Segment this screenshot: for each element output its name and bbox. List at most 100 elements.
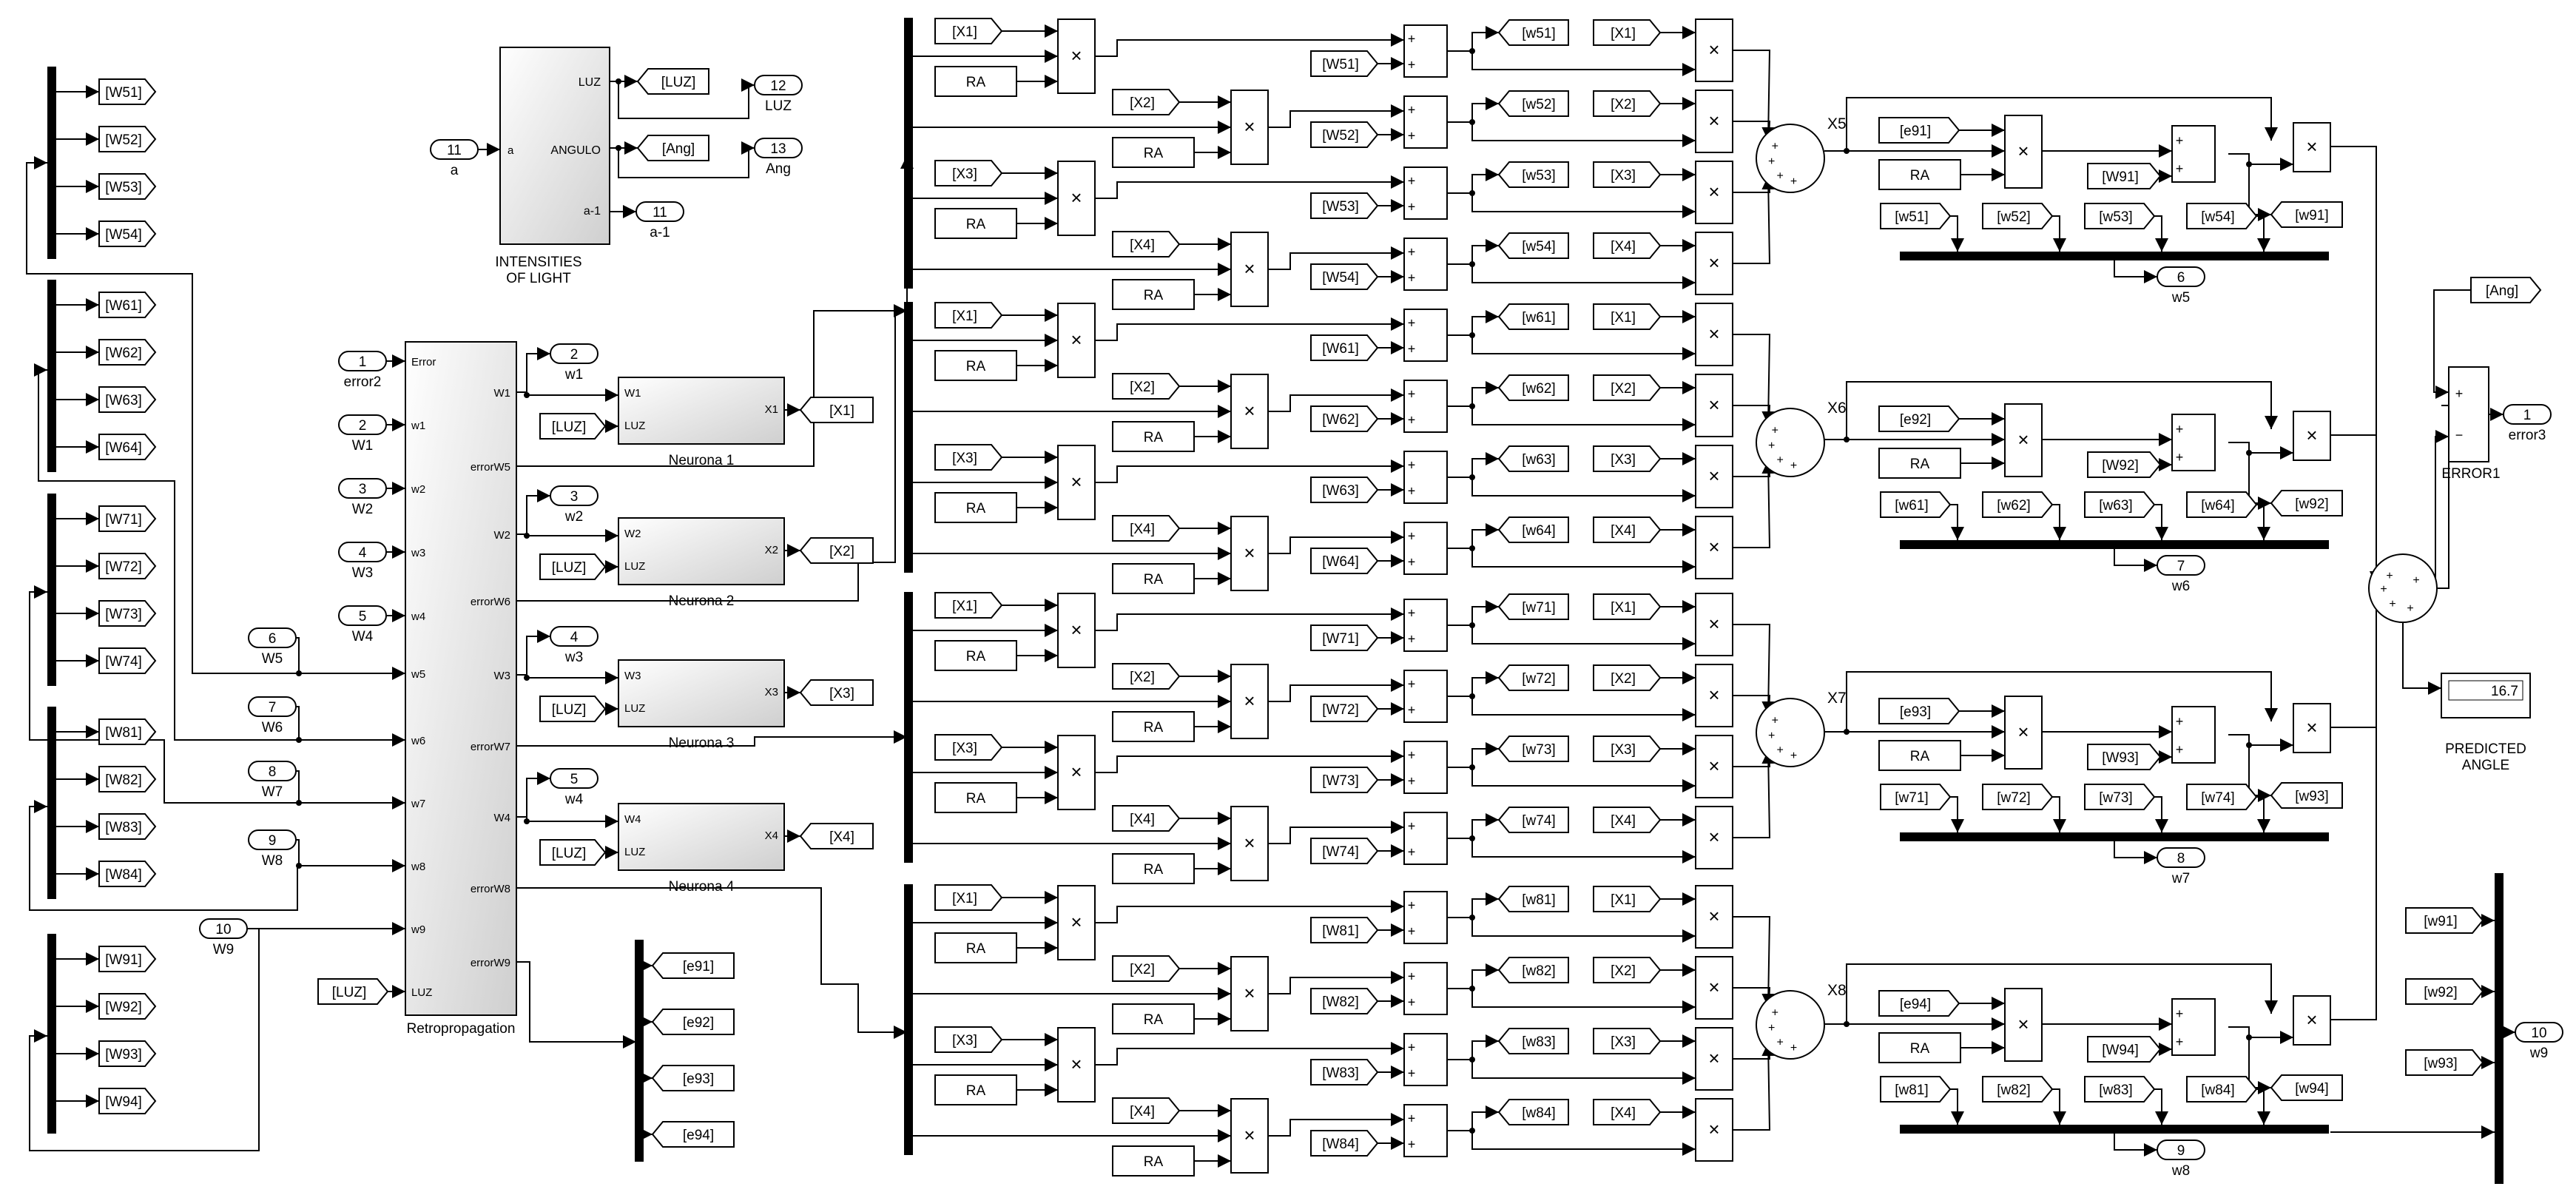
- weight-tag[interactable]: [98, 861, 157, 887]
- product-block[interactable]: [1695, 806, 1733, 869]
- product-block[interactable]: [1057, 303, 1096, 378]
- from-w[interactable]: [1982, 491, 2054, 518]
- ra-block[interactable]: [1878, 1032, 1961, 1063]
- sum-block[interactable]: [1403, 451, 1448, 504]
- from-luz[interactable]: [539, 839, 607, 866]
- from-x[interactable]: [1112, 231, 1181, 257]
- ra-block[interactable]: [934, 350, 1017, 381]
- product-block[interactable]: [2293, 411, 2331, 461]
- weight-tag[interactable]: [98, 553, 157, 579]
- from-x[interactable]: [1593, 445, 1662, 472]
- from-w9[interactable]: [2405, 978, 2484, 1005]
- from-w[interactable]: [1310, 625, 1379, 651]
- goto-ang[interactable]: [636, 135, 709, 161]
- weight-tag[interactable]: [98, 78, 157, 105]
- weight-tag[interactable]: [98, 946, 157, 972]
- sum-circle[interactable]: [1756, 990, 1825, 1060]
- product-block[interactable]: [1230, 374, 1269, 449]
- sum-block[interactable]: [1403, 1033, 1448, 1086]
- weight-tag[interactable]: [98, 766, 157, 792]
- product-block[interactable]: [1057, 161, 1096, 236]
- weight-tag[interactable]: [98, 434, 157, 460]
- sum-circle[interactable]: [1756, 124, 1825, 193]
- goto-x[interactable]: [799, 537, 874, 564]
- from-w[interactable]: [2084, 1076, 2156, 1103]
- from-w[interactable]: [1982, 1076, 2054, 1103]
- inport-a[interactable]: [430, 139, 479, 160]
- sum-block[interactable]: [1403, 812, 1448, 865]
- sum-block[interactable]: [1403, 24, 1448, 78]
- product-block[interactable]: [1230, 232, 1269, 307]
- from-x[interactable]: [1593, 886, 1662, 912]
- from-w[interactable]: [1310, 477, 1379, 503]
- ra-block[interactable]: [934, 640, 1017, 671]
- outport-a-1[interactable]: [635, 201, 684, 222]
- from-w[interactable]: [1982, 203, 2054, 229]
- weight-tag[interactable]: [98, 813, 157, 840]
- goto-w9[interactable]: [2270, 490, 2343, 516]
- product-block[interactable]: [2004, 988, 2043, 1062]
- goto-w[interactable]: [1497, 1099, 1569, 1125]
- product-block[interactable]: [1057, 1027, 1096, 1103]
- goto-e[interactable]: [651, 952, 735, 979]
- product-block[interactable]: [1695, 664, 1733, 727]
- weight-tag[interactable]: [98, 126, 157, 152]
- inport-w6[interactable]: [248, 696, 297, 717]
- error1-block[interactable]: [2448, 366, 2489, 462]
- sum-block[interactable]: [1403, 166, 1448, 220]
- from-x[interactable]: [1593, 303, 1662, 330]
- sum-block[interactable]: [1403, 238, 1448, 291]
- product-block[interactable]: [2004, 403, 2043, 477]
- outport-w2[interactable]: [550, 485, 599, 506]
- product-block[interactable]: [1695, 374, 1733, 437]
- goto-w[interactable]: [1497, 1028, 1569, 1054]
- from-w[interactable]: [2186, 203, 2258, 229]
- ra-block[interactable]: [1112, 563, 1195, 594]
- weight-tag[interactable]: [98, 505, 157, 532]
- neurona-block[interactable]: [618, 803, 785, 871]
- inport-w4[interactable]: [338, 605, 387, 626]
- from-x[interactable]: [934, 160, 1003, 186]
- product-block[interactable]: [1057, 593, 1096, 668]
- product-block[interactable]: [1230, 516, 1269, 591]
- product-block[interactable]: [1695, 303, 1733, 366]
- from-w[interactable]: [1310, 334, 1379, 361]
- product-block[interactable]: [1230, 1098, 1269, 1174]
- inport-w9[interactable]: [199, 918, 248, 939]
- product-block[interactable]: [2293, 995, 2331, 1046]
- outport-w6[interactable]: [2157, 555, 2205, 576]
- neurona-block[interactable]: [618, 659, 785, 727]
- goto-w[interactable]: [1497, 19, 1569, 46]
- from-x[interactable]: [1112, 663, 1181, 690]
- from-x[interactable]: [934, 444, 1003, 471]
- from-e[interactable]: [1878, 990, 1960, 1017]
- inport-w1[interactable]: [338, 414, 387, 435]
- from-x[interactable]: [1112, 805, 1181, 832]
- ra-block[interactable]: [934, 782, 1017, 813]
- ra-block[interactable]: [934, 932, 1017, 963]
- outport-w7[interactable]: [2157, 847, 2205, 868]
- from-w[interactable]: [1310, 548, 1379, 574]
- goto-w[interactable]: [1497, 232, 1569, 259]
- product-block[interactable]: [2293, 703, 2331, 753]
- product-block[interactable]: [1695, 516, 1733, 579]
- goto-w9[interactable]: [2270, 1074, 2343, 1101]
- sum-block[interactable]: [1403, 670, 1448, 723]
- goto-w[interactable]: [1497, 516, 1569, 543]
- goto-e[interactable]: [651, 1121, 735, 1148]
- product-block[interactable]: [1057, 735, 1096, 810]
- from-w9[interactable]: [2087, 163, 2162, 189]
- product-block[interactable]: [1057, 885, 1096, 960]
- product-block[interactable]: [1695, 90, 1733, 153]
- weight-tag[interactable]: [98, 1040, 157, 1067]
- from-x[interactable]: [1593, 374, 1662, 401]
- goto-w[interactable]: [1497, 664, 1569, 691]
- sum-circle[interactable]: [1756, 698, 1825, 767]
- from-x[interactable]: [1593, 957, 1662, 983]
- goto-luz[interactable]: [636, 68, 709, 95]
- from-x[interactable]: [934, 592, 1003, 619]
- ra-block[interactable]: [934, 492, 1017, 523]
- product-block[interactable]: [1695, 885, 1733, 949]
- product-block[interactable]: [1057, 445, 1096, 520]
- ra-block[interactable]: [1878, 448, 1961, 479]
